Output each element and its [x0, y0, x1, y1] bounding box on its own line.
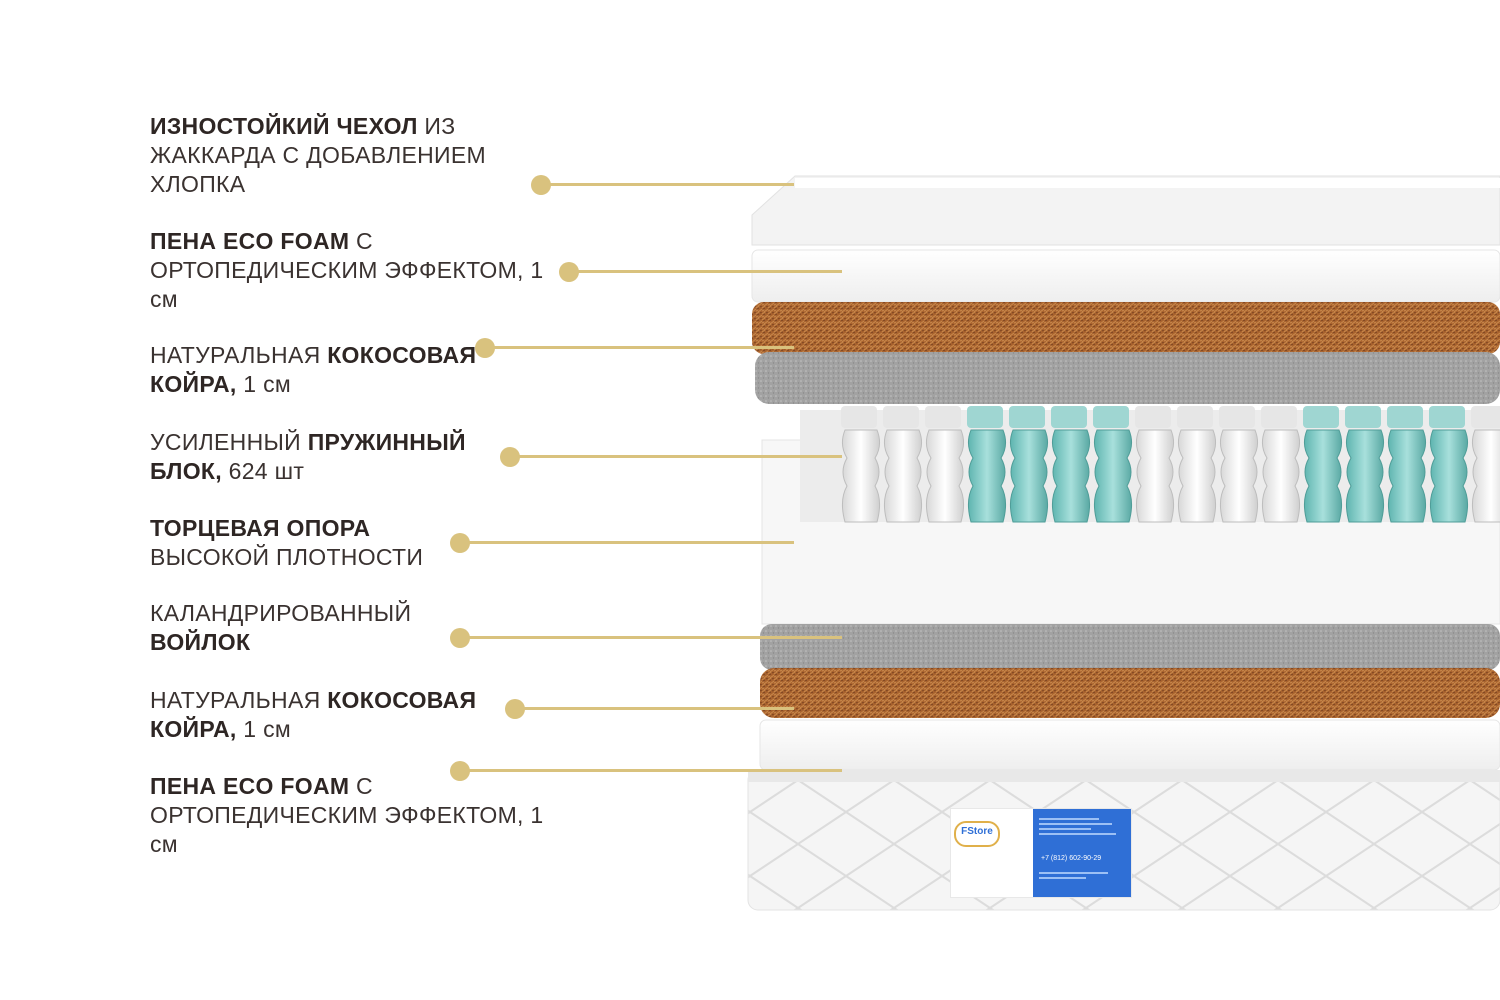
layer-label-cover: ИЗНОСТОЙКИЙ ЧЕХОЛ ИЗ ЖАККАРДА С ДОБАВЛЕН… [150, 112, 570, 199]
ecofoam-bottom-text: С ОРТОПЕДИЧЕСКИМ ЭФФЕКТОМ, 1 см [150, 773, 544, 857]
spring-white [925, 429, 965, 523]
spring-top [1093, 406, 1129, 428]
leader-line-ecofoam-bottom [460, 769, 842, 772]
spring-teal [967, 429, 1007, 523]
spring-teal [1093, 429, 1133, 523]
spring-top [1009, 406, 1045, 428]
spring-top [967, 406, 1003, 428]
spring-bold: ПРУЖИННЫЙ БЛОК, [150, 429, 466, 484]
ecofoam-bottom-bold: ПЕНА ECO FOAM [150, 773, 350, 799]
spring-top [1471, 406, 1500, 428]
coir-top-layer [752, 302, 1500, 354]
leader-line-ecofoam-top [569, 270, 842, 273]
coir-bottom-bold: КОКОСОВАЯ КОЙРА, [150, 687, 477, 742]
felt-pre: КАЛАНДРИРОВАННЫЙ [150, 600, 412, 626]
leader-line-edge-support [460, 541, 794, 544]
spring-white [883, 429, 923, 523]
spring-top [1261, 406, 1297, 428]
coir-top-pre: НАТУРАЛЬНАЯ [150, 342, 328, 368]
layer-label-edge-support: ТОРЦЕВАЯ ОПОРА ВЫСОКОЙ ПЛОТНОСТИ [150, 514, 450, 572]
cover-bold: ИЗНОСТОЙКИЙ ЧЕХОЛ [150, 113, 418, 139]
felt-bottom-layer [760, 624, 1500, 670]
spring-teal [1303, 429, 1343, 523]
felt-bold: ВОЙЛОК [150, 629, 251, 655]
spring-white [1177, 429, 1217, 523]
brand-logo: FStore [954, 821, 1000, 847]
spring-top [883, 406, 919, 428]
layer-label-spring-block: УСИЛЕННЫЙ ПРУЖИННЫЙ БЛОК, 624 шт [150, 428, 490, 486]
layer-label-felt: КАЛАНДРИРОВАННЫЙ ВОЙЛОК [150, 599, 450, 657]
brand-name: FStore [961, 826, 993, 837]
cover-layer [751, 175, 1500, 246]
layer-label-coir-top: НАТУРАЛЬНАЯ КОКОСОВАЯ КОЙРА, 1 см [150, 341, 490, 399]
spring-teal [1429, 429, 1469, 523]
spring-pre: УСИЛЕННЫЙ [150, 429, 308, 455]
ecofoam-top-bold: ПЕНА ECO FOAM [150, 228, 350, 254]
felt-top-layer [755, 352, 1500, 404]
layer-label-ecofoam-top: ПЕНА ECO FOAM С ОРТОПЕДИЧЕСКИМ ЭФФЕКТОМ,… [150, 227, 550, 314]
coir-bottom-pre: НАТУРАЛЬНАЯ [150, 687, 328, 713]
ecofoam-top-layer [751, 249, 1500, 303]
spring-top [1387, 406, 1423, 428]
spring-white [1471, 429, 1500, 523]
coir-bottom-layer [760, 668, 1500, 718]
ecofoam-bottom-layer [759, 719, 1500, 771]
leader-line-cover [541, 183, 794, 186]
spring-top [1135, 406, 1171, 428]
tag-info-panel: +7 (812) 602-90-29 [1033, 809, 1131, 897]
spring-white [1135, 429, 1175, 523]
spring-top [1177, 406, 1213, 428]
leader-line-coir-top [485, 346, 794, 349]
ecofoam-top-text: С ОРТОПЕДИЧЕСКИМ ЭФФЕКТОМ, 1 см [150, 228, 544, 312]
tag-text-lines [1039, 815, 1125, 838]
leader-line-felt [460, 636, 842, 639]
edge-bold: ТОРЦЕВАЯ ОПОРА [150, 515, 371, 541]
spring-white [1219, 429, 1259, 523]
coir-top-bold: КОКОСОВАЯ КОЙРА, [150, 342, 477, 397]
leader-line-coir-bottom [515, 707, 794, 710]
tag-phone: +7 (812) 602-90-29 [1041, 855, 1102, 862]
spring-top [1303, 406, 1339, 428]
coir-top-text: 1 см [236, 371, 291, 397]
layer-label-ecofoam-bottom: ПЕНА ECO FOAM С ОРТОПЕДИЧЕСКИМ ЭФФЕКТОМ,… [150, 772, 550, 859]
product-tag: FStore +7 (812) 602-90-29 [950, 808, 1132, 898]
edge-text: ВЫСОКОЙ ПЛОТНОСТИ [150, 544, 424, 570]
cover-text: ИЗ ЖАККАРДА С ДОБАВЛЕНИЕМ ХЛОПКА [150, 113, 486, 197]
coir-bottom-text: 1 см [236, 716, 291, 742]
spring-top [1345, 406, 1381, 428]
spring-top [1051, 406, 1087, 428]
spring-white [1261, 429, 1301, 523]
spring-teal [1345, 429, 1385, 523]
spring-teal [1009, 429, 1049, 523]
spring-top [1219, 406, 1255, 428]
spring-block [841, 406, 1500, 523]
spring-top [925, 406, 961, 428]
spring-teal [1051, 429, 1091, 523]
leader-line-spring-block [510, 455, 842, 458]
spring-teal [1387, 429, 1427, 523]
spring-top [841, 406, 877, 428]
spring-text: 624 шт [221, 458, 305, 484]
spring-white [841, 429, 881, 523]
spring-top [1429, 406, 1465, 428]
layer-label-coir-bottom: НАТУРАЛЬНАЯ КОКОСОВАЯ КОЙРА, 1 см [150, 686, 495, 744]
